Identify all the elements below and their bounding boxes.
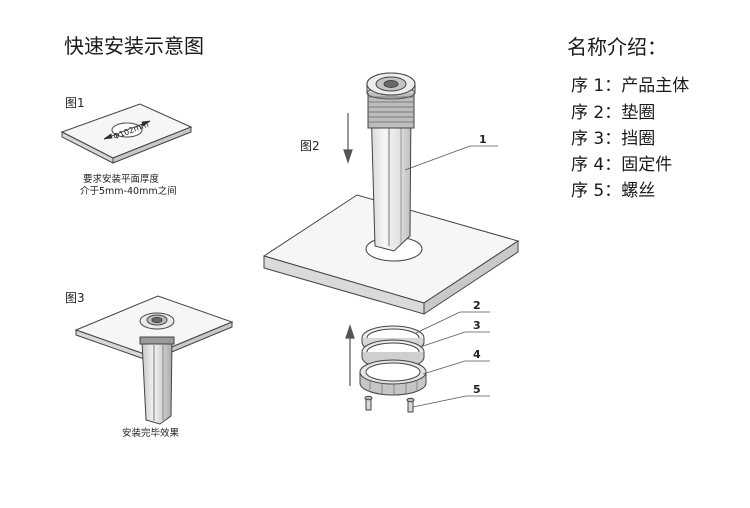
legend-item-no: 序 2： <box>571 103 622 123</box>
legend-item-4: 序 4：固定件 <box>571 150 672 175</box>
legend-item-1: 序 1：产品主体 <box>571 71 689 96</box>
fig3-caption: 安装完毕效果 <box>122 428 180 439</box>
legend-item-no: 序 5： <box>571 181 622 201</box>
thickness-note-line2: 介于5mm-40mm之间 <box>80 186 177 197</box>
legend-item-no: 序 4： <box>571 155 622 175</box>
legend-item-name: 产品主体 <box>621 76 690 96</box>
thickness-note-line1: 要求安装平面厚度 <box>83 174 160 185</box>
legend-item-no: 序 1： <box>571 76 622 96</box>
legend-item-name: 垫圈 <box>621 103 656 123</box>
fixing-part <box>359 359 427 396</box>
legend-item-3: 序 3：挡圈 <box>571 124 655 149</box>
callout-2: 2 <box>473 299 481 312</box>
fig2-label: 图2 <box>300 139 320 153</box>
product-body <box>366 72 416 252</box>
fig1-label: 图1 <box>65 96 85 110</box>
callout-3: 3 <box>473 319 481 332</box>
fig3-product-body <box>139 312 175 425</box>
fig3-label: 图3 <box>65 291 85 305</box>
down-arrow <box>343 113 353 164</box>
legend-item-name: 固定件 <box>621 155 673 175</box>
fig1-dimension-line <box>103 120 151 140</box>
up-arrow <box>345 324 355 386</box>
leader-lines <box>404 145 498 408</box>
legend-item-no: 序 3： <box>571 129 622 149</box>
page-title: 快速安装示意图 <box>64 34 204 58</box>
callout-5: 5 <box>473 383 481 396</box>
legend-item-name: 螺丝 <box>621 181 656 201</box>
legend-item-2: 序 2：垫圈 <box>571 98 655 123</box>
legend-item-name: 挡圈 <box>621 129 656 149</box>
callout-4: 4 <box>473 348 481 361</box>
legend-item-5: 序 5：螺丝 <box>571 176 655 201</box>
callout-1: 1 <box>479 133 487 146</box>
screw-right <box>406 397 415 413</box>
legend-title: 名称介绍： <box>567 35 667 59</box>
screw-left <box>364 395 373 411</box>
